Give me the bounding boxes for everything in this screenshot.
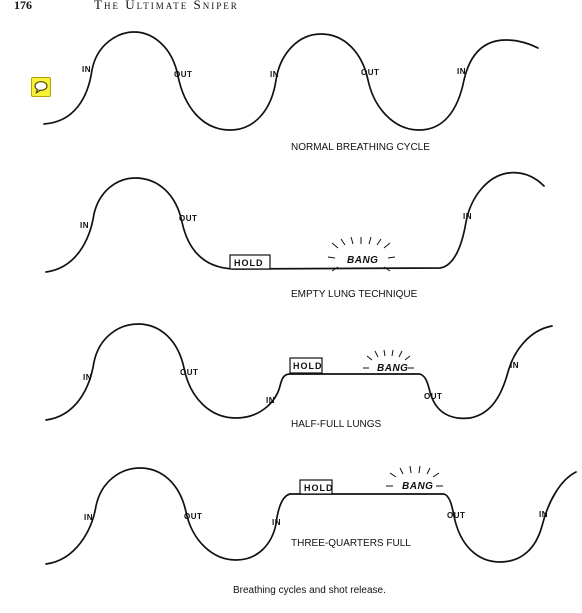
hold-box — [289, 357, 323, 374]
breathing-wave — [43, 31, 539, 131]
out-label: OUT — [180, 368, 198, 377]
running-title: The Ultimate Sniper — [94, 0, 239, 12]
diagram-caption: THREE-QUARTERS FULL — [291, 538, 411, 549]
figure-caption: Breathing cycles and shot release. — [233, 585, 386, 596]
out-label: OUT — [361, 68, 379, 77]
out-label: OUT — [174, 70, 192, 79]
in-label: IN — [83, 373, 92, 382]
diagram-caption: EMPTY LUNG TECHNIQUE — [291, 289, 418, 300]
bang-label: BANG — [402, 481, 433, 492]
out-label: OUT — [184, 512, 202, 521]
breathing-wave — [45, 171, 545, 273]
hold-label: HOLD — [234, 258, 264, 268]
diagram-caption: NORMAL BREATHING CYCLE — [291, 142, 430, 153]
in-label: IN — [463, 212, 472, 221]
bang-label: BANG — [347, 255, 378, 266]
in-label: IN — [84, 513, 93, 522]
bang-burst-icon — [363, 349, 414, 369]
breathing-wave — [45, 467, 577, 565]
in-label: IN — [270, 70, 279, 79]
breathing-wave — [45, 323, 553, 421]
in-label: IN — [510, 361, 519, 370]
out-label: OUT — [424, 392, 442, 401]
speech-bubble-icon[interactable] — [31, 77, 51, 97]
in-label: IN — [457, 67, 466, 76]
in-label: IN — [272, 518, 281, 527]
in-label: IN — [82, 65, 91, 74]
bang-burst-icon — [386, 465, 443, 487]
in-label: IN — [80, 221, 89, 230]
hold-label: HOLD — [293, 361, 323, 371]
diagram-normal-breathing: IN OUT IN OUT IN NORMAL BREATHING CYCLE — [43, 31, 539, 153]
diagram-three-quarters: HOLD BANG IN OUT IN OUT IN THREE-QUARTER… — [45, 465, 577, 565]
diagram-empty-lung: HOLD BANG IN OUT IN EMPTY LUNG TECHNIQUE — [45, 171, 545, 300]
diagram-half-full: HOLD BANG IN OUT IN OUT IN HALF-FULL LUN… — [45, 323, 553, 430]
out-label: OUT — [179, 214, 197, 223]
hold-label: HOLD — [304, 483, 334, 493]
out-label: OUT — [447, 511, 465, 520]
bang-label: BANG — [377, 363, 408, 374]
bang-burst-icon — [327, 236, 396, 272]
hold-box — [299, 479, 333, 495]
in-label: IN — [539, 510, 548, 519]
diagram-caption: HALF-FULL LUNGS — [291, 419, 382, 430]
in-label: IN — [266, 396, 275, 405]
page-number: 176 — [14, 0, 32, 12]
hold-box — [229, 254, 271, 270]
